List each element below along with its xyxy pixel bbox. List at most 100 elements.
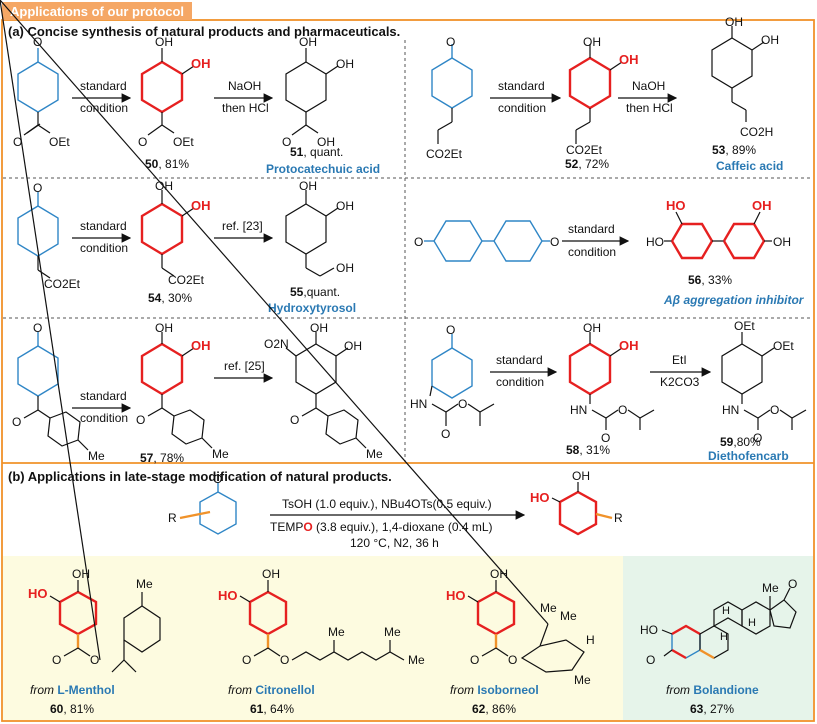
svg-text:OH: OH bbox=[336, 199, 354, 213]
svg-text:61, 64%: 61, 64% bbox=[250, 702, 294, 716]
svg-text:OH: OH bbox=[310, 321, 328, 335]
svg-text:O: O bbox=[52, 653, 61, 667]
svg-text:OH: OH bbox=[191, 338, 211, 353]
svg-text:O: O bbox=[618, 403, 627, 417]
svg-text:Me: Me bbox=[366, 447, 383, 461]
svg-text:63, 27%: 63, 27% bbox=[690, 702, 734, 716]
svg-text:OEt: OEt bbox=[49, 135, 70, 149]
svg-text:Me: Me bbox=[212, 447, 229, 461]
svg-text:condition: condition bbox=[496, 375, 544, 389]
section-a-title: (a) Concise synthesis of natural product… bbox=[8, 24, 400, 39]
svg-text:OH: OH bbox=[761, 33, 779, 47]
scheme-52-53: O CO2Et standard condition OH OH CO2Et 5… bbox=[426, 15, 783, 173]
svg-text:OH: OH bbox=[490, 567, 508, 581]
svg-text:HO: HO bbox=[646, 235, 664, 249]
svg-text:HN: HN bbox=[410, 397, 427, 411]
svg-text:O: O bbox=[290, 413, 299, 427]
svg-text:HO: HO bbox=[640, 623, 658, 637]
svg-text:NaOH: NaOH bbox=[228, 79, 261, 93]
svg-text:OH: OH bbox=[583, 35, 601, 49]
scheme-50-51: O O OEt standard condition OH OH O OEt 5… bbox=[13, 35, 380, 176]
svg-text:62, 86%: 62, 86% bbox=[472, 702, 516, 716]
svg-text:54, 30%: 54, 30% bbox=[148, 291, 192, 305]
svg-text:O: O bbox=[601, 431, 610, 445]
svg-text:OH: OH bbox=[619, 338, 639, 353]
svg-text:standard: standard bbox=[80, 389, 127, 403]
svg-text:condition: condition bbox=[80, 101, 128, 115]
svg-text:OH: OH bbox=[299, 35, 317, 49]
name-abeta-inhibitor: Aβ aggregation inhibitor bbox=[663, 293, 805, 307]
svg-text:HO: HO bbox=[530, 490, 550, 505]
svg-text:from Isoborneol: from Isoborneol bbox=[450, 683, 539, 697]
svg-text:CO2H: CO2H bbox=[740, 125, 773, 139]
svg-text:O: O bbox=[446, 35, 455, 49]
svg-text:OH: OH bbox=[572, 469, 590, 483]
svg-text:CO2Et: CO2Et bbox=[426, 147, 463, 161]
svg-text:OH: OH bbox=[191, 56, 211, 71]
svg-text:standard: standard bbox=[496, 353, 543, 367]
header-label: Applications of our protocol bbox=[10, 4, 184, 19]
svg-text:O: O bbox=[458, 397, 467, 411]
svg-text:condition: condition bbox=[80, 241, 128, 255]
panel-natural-products bbox=[3, 556, 623, 720]
svg-text:H: H bbox=[722, 605, 730, 617]
svg-text:CO2Et: CO2Et bbox=[168, 273, 205, 287]
svg-text:O: O bbox=[770, 403, 779, 417]
compound-61: OH HO O O Me Me Me from Citronellol 61, … bbox=[218, 567, 425, 716]
svg-text:O: O bbox=[12, 415, 21, 429]
svg-text:56, 33%: 56, 33% bbox=[688, 273, 732, 287]
svg-text:TsOH (1.0 equiv.), NBu4OTs(0.5: TsOH (1.0 equiv.), NBu4OTs(0.5 equiv.) bbox=[282, 497, 492, 511]
svg-text:OH: OH bbox=[191, 198, 211, 213]
svg-text:O: O bbox=[138, 135, 147, 149]
svg-text:51, quant.: 51, quant. bbox=[290, 145, 343, 159]
svg-text:HO: HO bbox=[446, 588, 466, 603]
svg-text:standard: standard bbox=[80, 219, 127, 233]
svg-text:Me: Me bbox=[384, 625, 401, 639]
scheme-57-tolcapone: O O Me standard condition OH OH O Me 57,… bbox=[12, 321, 383, 465]
svg-text:O: O bbox=[90, 653, 99, 667]
svg-text:OH: OH bbox=[336, 261, 354, 275]
svg-text:HO: HO bbox=[666, 198, 686, 213]
name-caffeic-acid: Caffeic acid bbox=[716, 159, 783, 173]
svg-text:O: O bbox=[282, 135, 291, 149]
svg-text:50, 81%: 50, 81% bbox=[145, 157, 189, 171]
svg-text:O: O bbox=[242, 653, 251, 667]
svg-text:OEt: OEt bbox=[773, 339, 794, 353]
svg-text:120 °C, N2, 36 h: 120 °C, N2, 36 h bbox=[350, 536, 439, 550]
svg-text:Me: Me bbox=[560, 609, 577, 623]
svg-text:O: O bbox=[33, 181, 42, 195]
svg-text:then HCl: then HCl bbox=[626, 101, 673, 115]
svg-text:O: O bbox=[646, 653, 655, 667]
svg-text:OH: OH bbox=[336, 57, 354, 71]
svg-text:OH: OH bbox=[344, 339, 362, 353]
svg-text:Me: Me bbox=[136, 577, 153, 591]
svg-text:ref. [23]: ref. [23] bbox=[222, 219, 263, 233]
svg-text:O: O bbox=[280, 653, 289, 667]
svg-text:O: O bbox=[13, 135, 22, 149]
svg-text:60, 81%: 60, 81% bbox=[50, 702, 94, 716]
svg-text:OH: OH bbox=[583, 321, 601, 335]
svg-text:O: O bbox=[136, 413, 145, 427]
svg-text:OH: OH bbox=[317, 135, 335, 149]
svg-text:H: H bbox=[748, 617, 756, 629]
svg-text:HO: HO bbox=[28, 586, 48, 601]
scheme-56: O O standard condition HO HO OH OH 56, 3… bbox=[414, 198, 805, 307]
svg-text:condition: condition bbox=[568, 245, 616, 259]
name-protocatechuic-acid: Protocatechuic acid bbox=[266, 162, 380, 176]
header-tab bbox=[2, 2, 192, 20]
compound-60: OH HO O O Me from L-Menthol 60, 81% bbox=[0, 0, 161, 716]
svg-text:HO: HO bbox=[218, 588, 238, 603]
svg-text:OH: OH bbox=[299, 179, 317, 193]
svg-text:57, 78%: 57, 78% bbox=[140, 451, 184, 465]
compound-62: OH HO O O Me Me H Me from Isoborneol 62,… bbox=[0, 0, 595, 716]
name-hydroxytyrosol: Hydroxytyrosol bbox=[268, 301, 356, 315]
svg-text:R: R bbox=[614, 511, 623, 525]
svg-text:O: O bbox=[788, 577, 797, 591]
svg-text:CO2Et: CO2Et bbox=[566, 143, 603, 157]
svg-text:O: O bbox=[753, 431, 762, 445]
panel-bolandione bbox=[623, 556, 813, 720]
svg-text:O: O bbox=[446, 323, 455, 337]
svg-text:CO2Et: CO2Et bbox=[44, 277, 81, 291]
svg-text:OH: OH bbox=[155, 321, 173, 335]
